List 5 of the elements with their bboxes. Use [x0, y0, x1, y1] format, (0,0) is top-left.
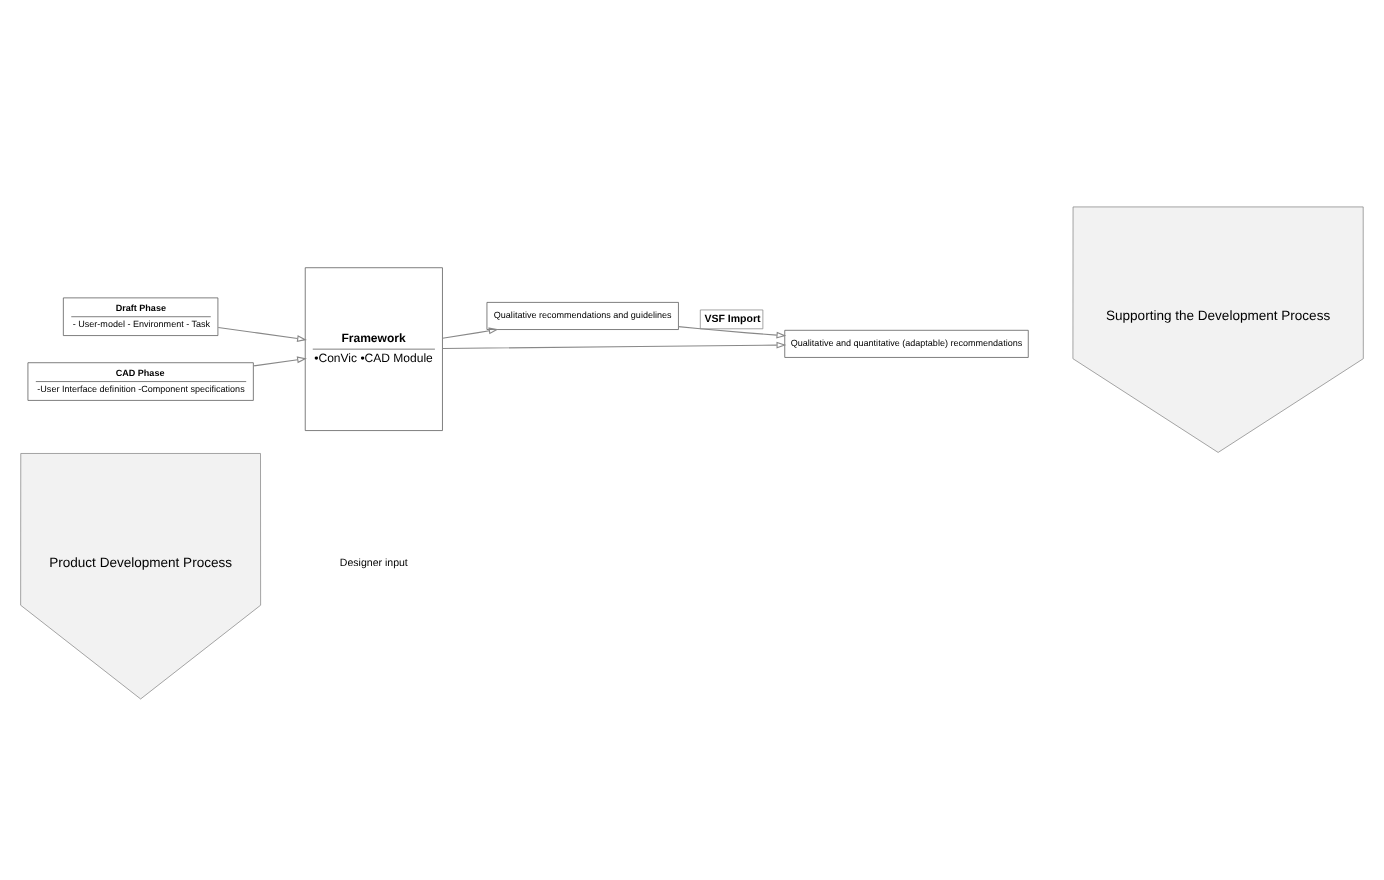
arrow [677, 326, 787, 339]
arrow [442, 341, 787, 350]
arrow [252, 356, 307, 367]
arrow [217, 326, 307, 342]
arrow [441, 327, 499, 339]
